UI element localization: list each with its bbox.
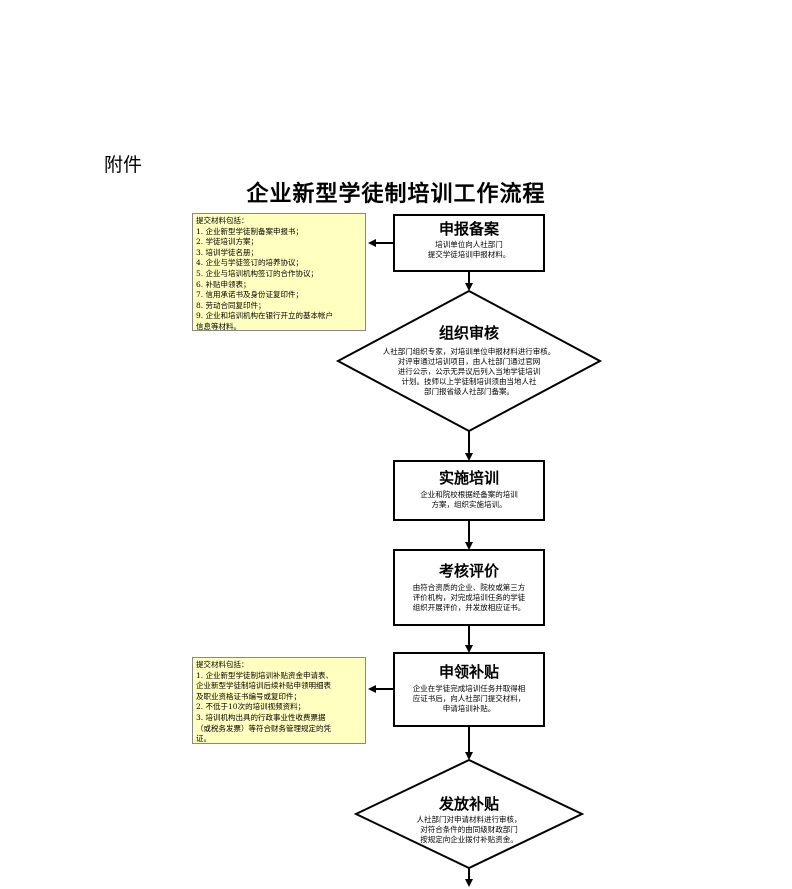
step-implement-training: 实施培训 企业和院校根据经备案的培训 方案，组织实施培训。 (394, 467, 544, 510)
description-line: 应证书后，向人社部门提交材料， (412, 694, 526, 703)
note-line: 9. 企业和培训机构在银行开立的基本帐户 (196, 311, 334, 321)
description-line: 提交学徒培训申报材料。 (427, 250, 511, 259)
step-organize-review: 组织审核 人社部门组织专家，对培训单位申报材料进行审核。 对评审通过培训项目，由… (350, 322, 588, 397)
note-line: 3. 培训机构出具的行政事业性收费票据 (196, 712, 326, 722)
note-line: 4. 企业与学徒签订的培养协议； (196, 258, 304, 268)
step-description: 人社部门组织专家，对培训单位申报材料进行审核。 对评审通过培训项目，由人社部门通… (350, 347, 588, 397)
description-line: 人社部门组织专家，对培训单位申报材料进行审核。 (382, 347, 556, 356)
subsidy-materials-note: 提交材料包括： 1. 企业新型学徒制培训补贴资金申请表、 企业新型学徒制培训后续… (192, 657, 366, 744)
note-line: 2. 不低于10次的培训视频资料； (196, 702, 306, 712)
step-heading: 考核评价 (438, 562, 499, 580)
attachment-label: 附件 (104, 154, 143, 176)
step-heading: 发放补贴 (438, 795, 499, 813)
note-line: 提交材料包括： (196, 216, 249, 225)
step1-box (393, 214, 545, 272)
description-line: 部门报省级人社部门备案。 (424, 387, 514, 396)
page-title: 企业新型学徒制培训工作流程 (246, 181, 546, 207)
step-description: 由符合资质的企业、院校或第三方 评价机构，对完成培训任务的学徒 组织开展评价，并… (394, 583, 544, 613)
step2-diamond (335, 289, 603, 433)
note-line: 2. 学徒培训方案； (196, 237, 259, 247)
description-line: 申请培训补贴。 (442, 704, 496, 713)
note-line: 5. 企业与培训机构签订的合作协议； (196, 268, 319, 278)
description-line: 按规定向企业拨付补贴资金。 (420, 835, 518, 844)
step-description: 企业在学徒完成培训任务并取得相 应证书后，向人社部门提交材料， 申请培训补贴。 (394, 684, 544, 714)
step5-box (393, 652, 545, 727)
step-heading: 申领补贴 (438, 663, 499, 681)
description-line: 组织开展评价，并发放相应证书。 (412, 603, 526, 612)
description-line: 人社部门对申请材料进行审核， (416, 815, 522, 824)
note-line: 及职业资格证书编号或复印件； (196, 691, 301, 701)
description-line: 培训单位向人社部门 (435, 240, 503, 249)
step-disburse-subsidy: 发放补贴 人社部门对申请材料进行审核， 对符合条件的由同级财政部门 按规定向企业… (380, 793, 558, 845)
step-description: 培训单位向人社部门 提交学徒培训申报材料。 (394, 240, 544, 260)
note-line: 企业新型学徒制培训后续补贴申领明细表 (196, 681, 331, 691)
note-line: （或税务发票）等符合财务管理规定的凭 (196, 723, 331, 733)
note-line: 1. 企业新型学徒制备案申报书； (196, 226, 304, 236)
note-line: 1. 企业新型学徒制培训补贴资金申请表、 (196, 670, 334, 680)
step-claim-subsidy: 申领补贴 企业在学徒完成培训任务并取得相 应证书后，向人社部门提交材料， 申请培… (394, 661, 544, 714)
description-line: 企业和院校根据经备案的培训 (420, 490, 518, 499)
description-line: 由符合资质的企业、院校或第三方 (412, 583, 526, 592)
description-line: 进行公示，公示无异议后列入当地学徒培训 (397, 367, 541, 376)
step-heading: 申报备案 (438, 220, 499, 238)
filing-materials-note: 提交材料包括： 1. 企业新型学徒制备案申报书； 2. 学徒培训方案； 3. 培… (192, 213, 366, 331)
note-line: 证。 (196, 734, 211, 744)
step-heading: 实施培训 (438, 469, 499, 487)
description-line: 评价机构，对完成培训任务的学徒 (412, 593, 526, 602)
step-heading: 组织审核 (438, 324, 499, 342)
step4-box (393, 549, 545, 626)
step-description: 人社部门对申请材料进行审核， 对符合条件的由同级财政部门 按规定向企业拨付补贴资… (380, 815, 558, 845)
step-apply-filing: 申报备案 培训单位向人社部门 提交学徒培训申报材料。 (394, 218, 544, 260)
note-line: 7. 信用承诺书及身份证复印件； (196, 290, 304, 300)
note-line: 8. 劳动合同复印件； (196, 300, 266, 310)
description-line: 对评审通过培训项目，由人社部门通过官网 (397, 357, 541, 366)
description-line: 对符合条件的由同级财政部门 (420, 825, 518, 834)
note-line: 提交材料包括： (196, 660, 249, 669)
step-description: 企业和院校根据经备案的培训 方案，组织实施培训。 (394, 490, 544, 510)
note-line: 6. 补贴申领表； (196, 279, 251, 289)
note-line: 3. 培训学徒名册； (196, 247, 259, 257)
step-assessment: 考核评价 由符合资质的企业、院校或第三方 评价机构，对完成培训任务的学徒 组织开… (394, 560, 544, 613)
step6-diamond (353, 758, 585, 870)
description-line: 方案，组织实施培训。 (431, 500, 507, 509)
description-line: 计划。技师以上学徒制培训须由当地人社 (401, 377, 537, 386)
step3-box (393, 460, 545, 521)
note-line: 信息等材料。 (196, 321, 241, 331)
description-line: 企业在学徒完成培训任务并取得相 (412, 684, 526, 693)
